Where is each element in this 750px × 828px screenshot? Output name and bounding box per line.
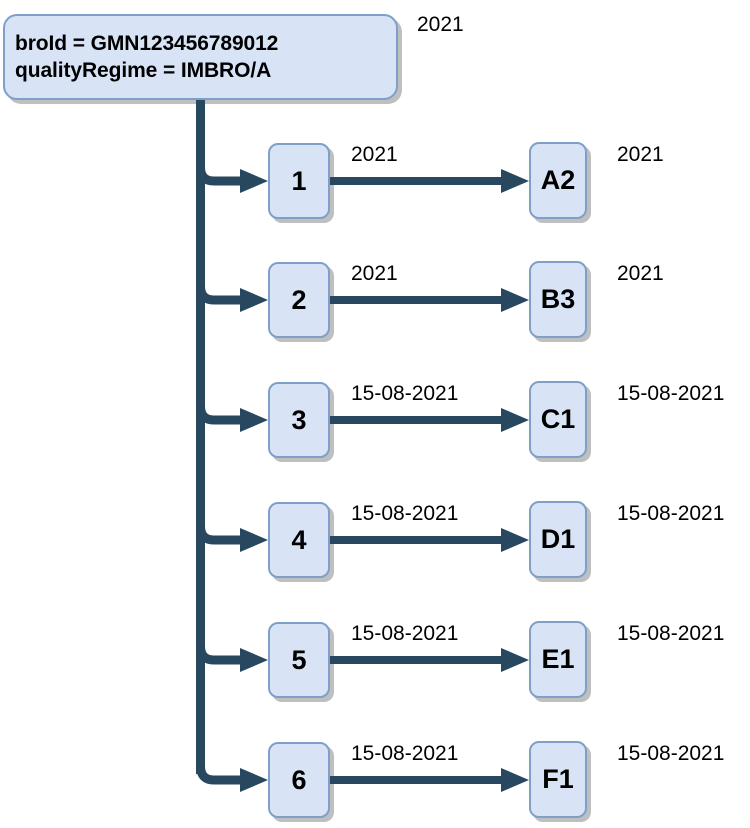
branch-connector-6 [196,750,276,794]
stage1-node-label: 5 [291,644,307,675]
stage2-node-B3[interactable]: B3 [529,261,587,338]
flow-arrow-4-to-D1 [330,527,529,553]
stage2-node-label: A2 [540,165,576,195]
node-date-label-F1: 15-08-2021 [617,742,725,765]
stage1-node-label: 4 [291,524,307,555]
stage1-node-2[interactable]: 2 [268,262,330,338]
stage1-node-5[interactable]: 5 [268,622,330,698]
node-date-label-C1: 15-08-2021 [617,382,725,405]
arrow-label-4: 15-08-2021 [351,502,459,525]
flow-arrow-3-to-C1 [330,407,529,433]
stage2-node-label: C1 [540,404,576,434]
stage2-node-label: F1 [542,764,574,794]
stage2-node-label: B3 [540,284,576,314]
stage1-node-6[interactable]: 6 [268,742,330,818]
node-date-label-D1: 15-08-2021 [617,502,725,525]
stage2-node-E1[interactable]: E1 [529,621,587,698]
stage2-node-C1[interactable]: C1 [529,381,587,458]
flow-arrow-6-to-F1 [330,767,529,793]
stage1-node-3[interactable]: 3 [268,382,330,458]
stage1-node-label: 2 [291,284,307,315]
stage2-node-A2[interactable]: A2 [529,142,587,219]
root-node-line-qualityregime: qualityRegime = IMBRO/A [15,59,272,82]
branch-connector-1 [196,151,276,195]
stage2-node-D1[interactable]: D1 [529,501,587,578]
stage1-node-label: 1 [291,165,307,196]
stage1-node-label: 3 [291,404,307,435]
branch-connector-5 [196,630,276,674]
branch-connector-4 [196,510,276,554]
root-node[interactable]: broId = GMN123456789012 qualityRegime = … [3,14,398,100]
flow-arrow-2-to-B3 [330,287,529,313]
flow-arrow-1-to-A2 [330,168,529,194]
root-node-side-label: 2021 [417,13,464,36]
trunk-connector [196,100,205,774]
node-date-label-B3: 2021 [617,262,664,285]
node-date-label-E1: 15-08-2021 [617,622,725,645]
arrow-label-2: 2021 [351,262,398,285]
stage1-node-4[interactable]: 4 [268,502,330,578]
branch-connector-2 [196,270,276,314]
branch-connector-3 [196,390,276,434]
node-date-label-A2: 2021 [617,143,664,166]
stage2-node-F1[interactable]: F1 [529,741,587,818]
arrow-label-3: 15-08-2021 [351,382,459,405]
arrow-label-6: 15-08-2021 [351,742,459,765]
flow-arrow-5-to-E1 [330,647,529,673]
stage2-node-label: D1 [540,524,576,554]
arrow-label-5: 15-08-2021 [351,622,459,645]
stage1-node-label: 6 [291,764,307,795]
stage2-node-label: E1 [541,644,575,674]
arrow-label-1: 2021 [351,143,398,166]
stage1-node-1[interactable]: 1 [268,143,330,219]
root-node-line-broid: broId = GMN123456789012 [15,32,279,55]
